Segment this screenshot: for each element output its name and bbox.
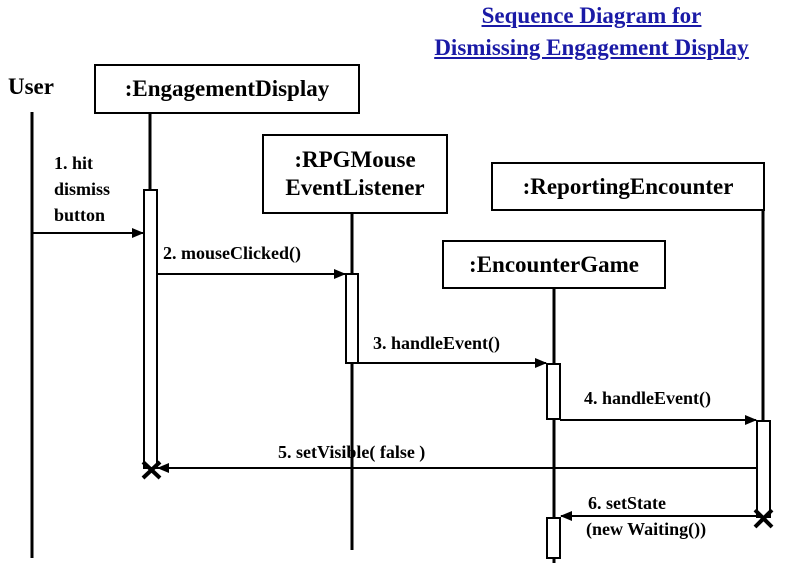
- object-encounter-game: :EncounterGame: [442, 240, 666, 289]
- message-2-label: 2. mouseClicked(): [163, 243, 301, 263]
- reporting-encounter-destroy-icon: [753, 508, 774, 529]
- object-rpg-mouse-label-line-1: :RPGMouse: [294, 147, 416, 172]
- message-1-label-line-2: dismiss: [54, 179, 111, 199]
- title-line-1: Sequence Diagram for: [481, 3, 702, 28]
- message-1-label: 1. hit dismiss button: [54, 150, 110, 228]
- engagement-display-activation: [143, 189, 158, 469]
- object-rpg-mouse-label-line-2: EventListener: [285, 175, 425, 200]
- reporting-encounter-activation: [756, 420, 771, 518]
- message-3-label: 3. handleEvent(): [373, 333, 501, 353]
- diagram-title: Sequence Diagram for Dismissing Engageme…: [394, 0, 789, 64]
- object-reporting-encounter: :ReportingEncounter: [491, 162, 765, 211]
- encounter-game-activation-2: [546, 517, 561, 559]
- actor-user: User: [8, 74, 54, 99]
- title-line-2: Dismissing Engagement Display: [434, 35, 749, 60]
- message-4-label: 4. handleEvent(): [584, 388, 712, 408]
- object-reporting-encounter-label: :ReportingEncounter: [522, 173, 734, 199]
- object-engagement-display-label: :EngagementDisplay: [124, 76, 330, 101]
- message-6-label: 6. setState (new Waiting()): [586, 490, 706, 542]
- message-1-label-line-3: button: [54, 205, 106, 225]
- message-1-label-line-1: 1. hit: [54, 153, 94, 173]
- object-rpg-mouse-event-listener: :RPGMouse EventListener: [262, 134, 448, 214]
- message-6-label-line-1: 6. setState: [588, 493, 666, 513]
- engagement-display-destroy-icon: [141, 460, 162, 480]
- message-6-label-line-2: (new Waiting()): [586, 519, 707, 539]
- rpg-mouse-listener-activation: [345, 273, 359, 364]
- object-encounter-game-label: :EncounterGame: [469, 251, 639, 277]
- object-engagement-display: :EngagementDisplay: [94, 64, 360, 114]
- message-5-label: 5. setVisible( false ): [278, 442, 426, 462]
- encounter-game-activation-1: [546, 363, 561, 420]
